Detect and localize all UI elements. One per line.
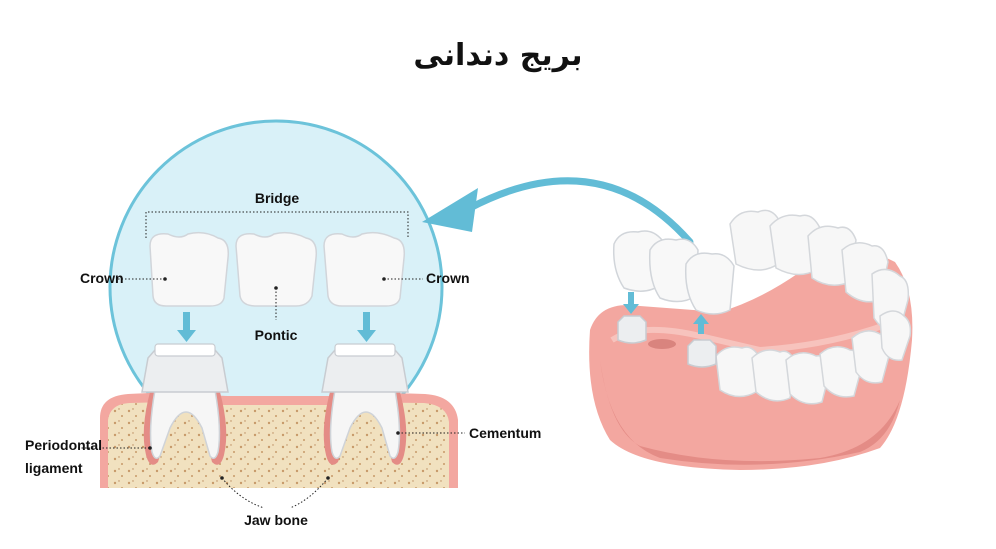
label-periodontal-line1: Periodontal — [25, 437, 102, 453]
jaw-bone-area — [108, 402, 449, 488]
label-cementum: Cementum — [469, 425, 541, 441]
left-abutment-tooth — [141, 343, 229, 465]
bridge-crown-right — [323, 231, 406, 307]
label-crown-right: Crown — [426, 270, 470, 286]
bridge-pontic — [235, 231, 318, 307]
down-arrow-right — [357, 312, 376, 342]
floating-bridge — [612, 230, 735, 315]
label-bridge: Bridge — [255, 190, 300, 206]
curved-arrow — [422, 177, 694, 246]
cross-section-diagram: Bridge Crown Crown Pontic Periodontal li… — [25, 119, 541, 528]
label-periodontal-line2: ligament — [25, 460, 83, 476]
down-arrow-left — [177, 312, 196, 342]
label-pontic: Pontic — [255, 327, 298, 343]
jaw-model-illustration — [589, 209, 913, 470]
label-crown-left: Crown — [80, 270, 124, 286]
label-jaw-bone: Jaw bone — [244, 512, 308, 528]
abutment-posts — [617, 315, 717, 368]
page-title: بریج دندانی — [413, 38, 583, 73]
bridge-crown-left — [149, 231, 230, 307]
right-abutment-tooth — [321, 343, 409, 465]
bridge-bracket — [145, 211, 409, 238]
